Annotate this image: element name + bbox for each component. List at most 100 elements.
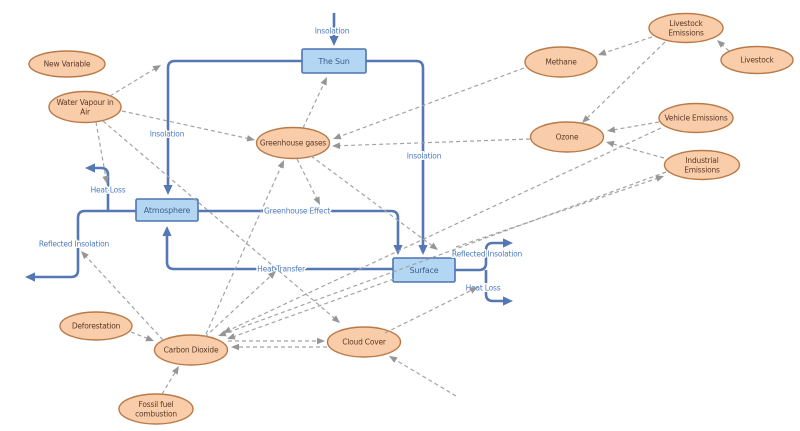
link-water-vapour-to-cloud-cover[interactable] xyxy=(102,120,340,323)
flow-insolation-sun-to-surface-label[interactable]: Insolation xyxy=(405,150,443,162)
link-surface-to-industrial-emissions[interactable] xyxy=(455,175,664,248)
variable-new-variable-shape[interactable] xyxy=(28,50,106,78)
variable-livestock[interactable]: Livestock xyxy=(720,45,794,75)
link-cloud-cover-to-surface-heat-loss-line[interactable] xyxy=(384,288,474,334)
link-water-vapour-to-insolation-flow[interactable] xyxy=(109,65,161,97)
link-greenhouse-gases-to-greenhouse-effect[interactable] xyxy=(296,158,320,205)
link-livestock-emissions-to-ozone[interactable] xyxy=(582,41,666,123)
stock-atmosphere[interactable]: Atmosphere xyxy=(135,198,199,222)
flow-atmosphere-heat-loss-label[interactable]: Heat Loss xyxy=(89,184,127,196)
link-surface-to-carbon-dioxide-line[interactable] xyxy=(231,278,395,338)
flow-greenhouse-effect-label[interactable]: Greenhouse Effect xyxy=(262,205,331,217)
variable-livestock-shape[interactable] xyxy=(720,45,794,75)
variable-ozone[interactable]: Ozone xyxy=(529,121,605,153)
flow-atmosphere-reflected-insolation[interactable] xyxy=(25,209,136,282)
link-vehicle-emissions-to-carbon-dioxide-line[interactable] xyxy=(227,127,662,332)
link-industrial-emissions-to-carbon-dioxide-line[interactable] xyxy=(222,171,667,335)
link-carbon-dioxide-to-greenhouse-gases[interactable] xyxy=(205,160,284,335)
variable-carbon-dioxide-shape[interactable] xyxy=(153,334,229,366)
link-cloud-cover-to-carbon-dioxide[interactable] xyxy=(231,343,327,351)
link-carbon-dioxide-to-heat-transfer-line[interactable] xyxy=(204,273,273,338)
link-deforestation-to-carbon-dioxide[interactable] xyxy=(130,331,154,342)
flow-heat-transfer-line[interactable] xyxy=(165,233,393,271)
flow-insolation-sun-to-surface-line[interactable] xyxy=(366,59,425,248)
link-dangling-to-cloud-cover-line[interactable] xyxy=(392,358,457,397)
link-carbon-dioxide-to-atmosphere-reflected-insolation[interactable] xyxy=(81,251,164,341)
variable-vehicle-emissions[interactable]: Vehicle Emissions xyxy=(658,102,734,134)
link-deforestation-to-carbon-dioxide-line[interactable] xyxy=(130,331,150,340)
link-surface-to-carbon-dioxide[interactable] xyxy=(227,278,395,340)
variable-methane-shape[interactable] xyxy=(524,46,598,78)
link-fossil-fuel-to-carbon-dioxide[interactable] xyxy=(161,366,179,395)
variable-fossil-fuel-combustion-shape[interactable] xyxy=(118,393,194,425)
variable-livestock-emissions-shape[interactable] xyxy=(648,12,724,44)
variable-cloud-cover[interactable]: Cloud Cover xyxy=(326,326,402,358)
flow-surface-reflected-insolation[interactable] xyxy=(455,238,513,272)
flow-insolation-sun-to-atmosphere[interactable] xyxy=(163,59,302,195)
link-dangling-to-cloud-cover[interactable] xyxy=(389,356,457,397)
link-greenhouse-gases-to-the-sun[interactable] xyxy=(302,77,327,129)
stock-surface[interactable]: Surface xyxy=(392,257,456,283)
link-livestock-emissions-to-ozone-line[interactable] xyxy=(585,41,666,120)
link-industrial-emissions-to-ozone[interactable] xyxy=(606,140,665,159)
link-vehicle-emissions-to-ozone[interactable] xyxy=(607,121,660,133)
link-water-vapour-to-insolation-flow-line[interactable] xyxy=(109,67,158,97)
variable-industrial-emissions-shape[interactable] xyxy=(663,149,741,181)
flow-surface-reflected-insolation-label[interactable]: Reflected Insolation xyxy=(450,248,524,260)
link-cloud-cover-to-surface-heat-loss[interactable] xyxy=(384,287,478,334)
flow-insolation-top-label[interactable]: Insolation xyxy=(313,25,351,37)
flow-heat-transfer-label[interactable]: Heat Transfer xyxy=(256,263,308,275)
flow-surface-heat-loss-line[interactable] xyxy=(484,270,506,303)
link-livestock-emissions-to-methane[interactable] xyxy=(598,36,653,56)
link-livestock-to-livestock-emissions[interactable] xyxy=(717,40,730,52)
flow-insolation-sun-to-atmosphere-line[interactable] xyxy=(166,59,302,188)
flow-atmosphere-heat-loss[interactable] xyxy=(85,163,110,211)
variable-cloud-cover-shape[interactable] xyxy=(326,326,402,358)
link-carbon-dioxide-to-cloud-cover[interactable] xyxy=(228,337,325,345)
flow-heat-transfer[interactable] xyxy=(162,226,393,271)
link-water-vapour-to-cloud-cover-line[interactable] xyxy=(102,120,337,321)
link-ozone-to-greenhouse-gases-line[interactable] xyxy=(336,138,531,147)
variable-greenhouse-gases-shape[interactable] xyxy=(255,126,331,160)
flow-atmosphere-reflected-insolation-label[interactable]: Reflected Insolation xyxy=(37,238,111,250)
link-methane-to-greenhouse-gases[interactable] xyxy=(333,67,525,140)
link-carbon-dioxide-to-atmosphere-reflected-insolation-line[interactable] xyxy=(83,254,164,341)
flow-atmosphere-reflected-insolation-line[interactable] xyxy=(32,209,136,279)
flow-insolation-sun-to-atmosphere-label[interactable]: Insolation xyxy=(148,128,186,140)
link-livestock-emissions-to-methane-line[interactable] xyxy=(602,36,653,54)
flow-surface-heat-loss[interactable] xyxy=(484,270,513,306)
link-greenhouse-gases-to-surface-reflected-insolation[interactable] xyxy=(310,155,438,250)
variable-carbon-dioxide[interactable]: Carbon Dioxide xyxy=(153,334,229,366)
link-ozone-to-greenhouse-gases[interactable] xyxy=(332,138,531,149)
variable-vehicle-emissions-shape[interactable] xyxy=(658,102,734,134)
link-vehicle-emissions-to-ozone-line[interactable] xyxy=(611,121,660,131)
link-surface-to-industrial-emissions-line[interactable] xyxy=(455,177,660,248)
variable-greenhouse-gases[interactable]: Greenhouse gases xyxy=(255,126,331,160)
variable-new-variable[interactable]: New Variable xyxy=(28,50,106,78)
flow-surface-reflected-insolation-line[interactable] xyxy=(455,241,506,272)
link-water-vapour-to-greenhouse-gases-line[interactable] xyxy=(121,110,251,140)
flow-atmosphere-heat-loss-line[interactable] xyxy=(92,166,110,211)
link-fossil-fuel-to-carbon-dioxide-line[interactable] xyxy=(161,369,177,395)
link-carbon-dioxide-to-greenhouse-gases-line[interactable] xyxy=(205,164,283,335)
flow-greenhouse-effect-line[interactable] xyxy=(198,209,400,248)
link-water-vapour-to-atmosphere-heat-loss-line[interactable] xyxy=(95,121,107,180)
link-industrial-emissions-to-ozone-line[interactable] xyxy=(610,142,665,159)
link-industrial-emissions-to-carbon-dioxide[interactable] xyxy=(218,171,667,337)
link-greenhouse-gases-to-the-sun-line[interactable] xyxy=(302,81,326,129)
link-methane-to-greenhouse-gases-line[interactable] xyxy=(337,67,525,138)
flow-greenhouse-effect[interactable] xyxy=(198,209,403,255)
link-greenhouse-gases-to-surface-reflected-insolation-line[interactable] xyxy=(310,155,435,248)
flow-insolation-sun-to-surface[interactable] xyxy=(366,59,428,255)
link-carbon-dioxide-to-heat-transfer[interactable] xyxy=(204,271,276,338)
link-greenhouse-gases-to-greenhouse-effect-line[interactable] xyxy=(296,158,319,201)
link-water-vapour-to-atmosphere-heat-loss[interactable] xyxy=(95,121,109,184)
flow-insolation-top[interactable] xyxy=(329,13,339,46)
variable-methane[interactable]: Methane xyxy=(524,46,598,78)
variable-deforestation[interactable]: Deforestation xyxy=(59,311,133,341)
